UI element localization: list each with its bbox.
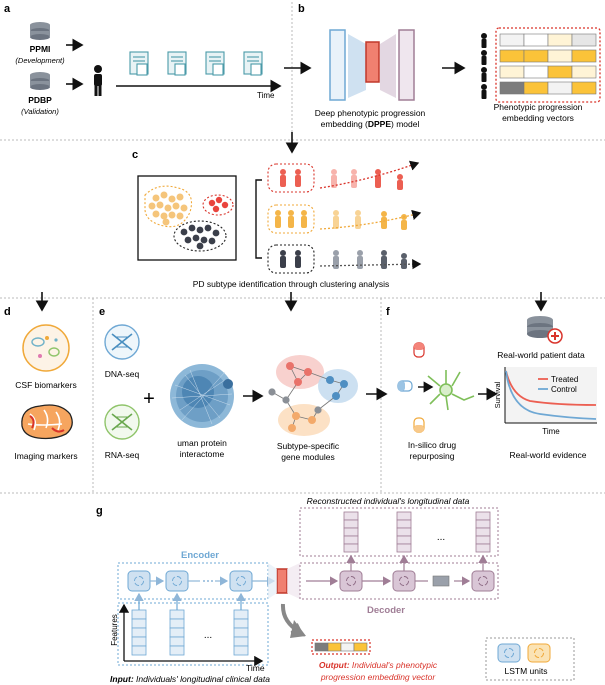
embedding-vectors-grid [495,27,601,103]
rna-seq-label: RNA-seq [105,450,140,460]
lstm-legend [485,637,575,681]
rna-seq-icon [104,404,140,440]
modules-label-2: gene modules [281,452,334,462]
plus-sign: + [143,388,155,410]
real-world-evidence-label: Real-world evidence [509,450,586,460]
decoder-output-columns [299,507,499,576]
curved-arrow-head [290,620,306,638]
ppmi-sub-label: (Development) [15,56,65,65]
treated-curve [505,370,597,406]
real-world-database-icon [527,316,563,344]
panel-label-c: c [132,149,138,161]
dna-seq-label: DNA-seq [105,369,140,379]
csf-label: CSF biomarkers [15,380,76,390]
input-caption: Input: Individuals' longitudinal clinica… [110,674,270,684]
pdbp-database-icon [30,72,50,90]
interactome-label-1: uman protein [177,438,227,448]
dppe-caption-bold: DPPE [368,119,391,129]
record-icon [205,51,225,76]
encoder-label: Encoder [181,550,219,561]
encoder-block [117,562,276,600]
cluster-red [202,194,234,216]
dppe-caption-post: ) model [391,119,419,129]
output-vector [311,639,371,655]
legend-treated: Treated [551,375,578,384]
decoder-output-ellipsis: ... [437,532,445,543]
cluster-orange [144,185,193,228]
embedding-vector-cell [276,568,288,594]
drug-repurposing-label-1: In-silico drug [408,440,456,450]
modules-label-1: Subtype-specific [277,441,340,451]
time-axis-label: Time [246,663,265,673]
dppe-model-icon [329,29,415,101]
bottleneck-funnel [268,563,277,599]
dppe-model-caption: Deep phenotypic progression [315,108,426,118]
decoder-label: Decoder [367,605,405,616]
ppmi-database-icon [30,22,50,40]
interactome-icon [170,364,234,428]
pdbp-label: PDBP [28,95,52,105]
drug-repurposing-label-2: repurposing [410,451,455,461]
output-caption-1: Output: Individual's phenotypic [319,660,438,670]
reconstructed-label: Reconstructed individual's longitudinal … [307,496,470,506]
clinical-record-icons [129,51,263,76]
csf-petri-dish-icon [22,324,70,372]
subtype-dark-group [267,244,422,274]
control-curve [505,370,597,420]
record-icon [129,51,149,76]
survival-time-label: Time [542,427,560,436]
pdbp-sub-label: (Validation) [21,107,59,116]
survival-chart [504,367,597,424]
person-column-icons [481,33,487,99]
subtype-orange-group [267,204,422,234]
input-caption-bold: Input: [110,674,134,684]
interactome-label-2: interactome [180,449,225,459]
features-axis-label: Features [110,614,119,646]
lstm-legend-label: LSTM units [505,666,548,676]
record-icon [167,51,187,76]
legend-control: Control [551,385,577,394]
panel-label-f: f [386,306,390,318]
clustering-caption: PD subtype identification through cluste… [193,279,390,289]
cluster-dark [173,220,227,252]
record-icon [243,51,263,76]
ppmi-label: PPMI [30,44,51,54]
subtype-bracket [255,179,262,259]
imaging-label: Imaging markers [14,451,77,461]
drug-pills-icon [397,342,425,433]
person-icon [94,65,102,96]
dppe-model-caption-2: embedding (DPPE) model [321,119,420,129]
input-data-grid [117,592,269,667]
dna-seq-icon [104,324,140,360]
vectors-caption-2: embedding vectors [502,113,574,123]
panel-label-e: e [99,306,105,318]
neuron-icon [418,370,475,411]
output-caption-2: progression embedding vector [320,672,437,682]
input-caption-rest: Individuals' longitudinal clinical data [134,674,271,684]
panel-label-b: b [298,3,305,15]
timeline-time-label: Time [257,91,275,100]
subtype-red-group [267,160,420,193]
panel-label-d: d [4,306,11,318]
input-grid-ellipsis: ... [204,630,212,641]
panel-label-g: g [96,505,103,517]
real-world-data-label: Real-world patient data [497,350,585,360]
brain-icon [21,404,73,440]
vectors-caption-1: Phenotypic progression [494,102,583,112]
gene-modules-network [268,355,358,436]
panel-label-a: a [4,3,11,15]
output-caption-rest: Individual's phenotypic [350,660,438,670]
dividers [0,2,605,494]
dppe-caption-pre: embedding ( [321,119,368,129]
bottleneck-funnel-out [287,563,300,599]
decoder-block [299,562,499,600]
lstm-unit-enc [127,570,253,592]
output-caption-bold: Output: [319,660,350,670]
survival-axis-label: Survival [493,381,502,408]
